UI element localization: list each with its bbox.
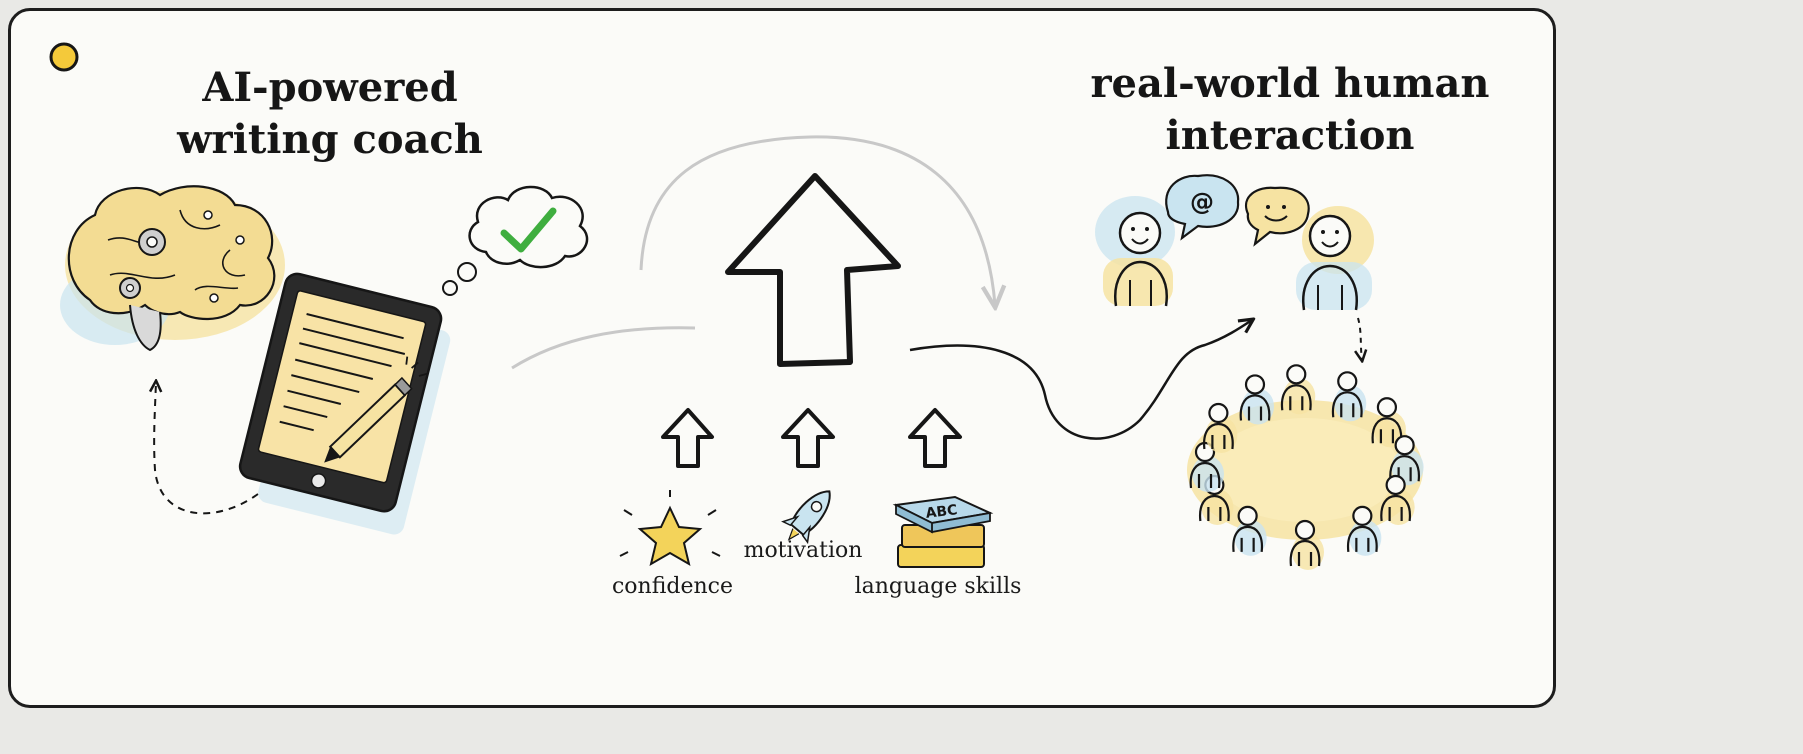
- group-person: [1371, 397, 1406, 448]
- label-motivation: motivation: [743, 538, 863, 563]
- at-symbol: @: [1190, 188, 1214, 216]
- speech-bubble-smile: [1245, 186, 1310, 247]
- group-person: [1239, 374, 1274, 425]
- big-up-arrow: [725, 173, 901, 367]
- label-confidence: confidence: [611, 574, 734, 599]
- group-person: [1189, 441, 1224, 492]
- small-up-arrow-2: [781, 408, 835, 468]
- brain-icon: [60, 185, 285, 352]
- small-up-arrow-1: [661, 408, 714, 468]
- right-title: real-world human interaction: [1070, 58, 1510, 162]
- book-abc-label: ABC: [925, 502, 958, 522]
- group-person: [1346, 505, 1382, 556]
- star-icon: [619, 490, 721, 567]
- feedback-arrow: [154, 382, 259, 515]
- rocket-icon: [781, 490, 831, 545]
- diagram-canvas: ABC @: [8, 8, 1556, 708]
- person-right: [1296, 206, 1374, 311]
- cycle-arc-top: [639, 135, 995, 305]
- check-icon: [500, 207, 557, 253]
- wavy-arrow: [909, 320, 1252, 440]
- person-left: [1095, 196, 1175, 307]
- left-title: AI-powered writing coach: [150, 62, 510, 166]
- group-person: [1232, 505, 1267, 556]
- group-circle: [1187, 364, 1424, 570]
- left-title-line1: AI-powered: [202, 64, 458, 111]
- pencil-icon: [324, 356, 427, 463]
- thought-bubble: [442, 185, 589, 296]
- group-person: [1380, 474, 1415, 525]
- status-dot: [49, 42, 79, 72]
- group-person: [1289, 519, 1324, 570]
- right-title-line2: interaction: [1165, 112, 1415, 159]
- speech-bubble-at: @: [1165, 174, 1240, 241]
- incoming-arc: [511, 326, 696, 370]
- left-title-line2: writing coach: [177, 116, 483, 163]
- group-person: [1331, 371, 1367, 422]
- books-icon: ABC: [892, 495, 994, 568]
- right-title-line1: real-world human: [1090, 60, 1490, 107]
- small-up-arrow-3: [908, 408, 962, 468]
- diagram-art: ABC @: [49, 42, 1424, 570]
- dashed-down-arrow: [1358, 317, 1362, 360]
- tablet-icon: [238, 272, 451, 535]
- group-person: [1280, 364, 1316, 415]
- label-language-skills: language skills: [854, 574, 1022, 599]
- group-person: [1203, 402, 1238, 453]
